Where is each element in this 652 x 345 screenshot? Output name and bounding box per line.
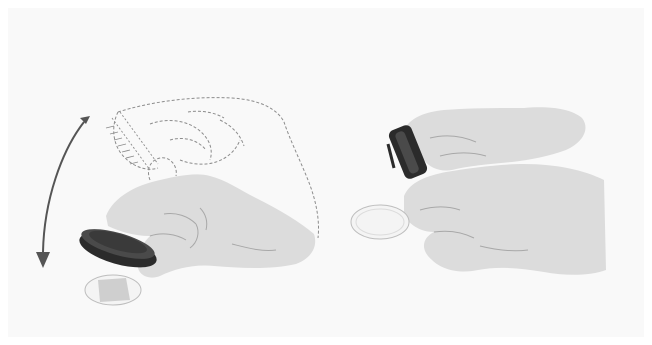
ghost-filter-ticks (106, 112, 158, 170)
filter-glass-icon (351, 205, 409, 239)
step-left (36, 98, 319, 305)
hand-icon (404, 107, 585, 170)
step-right (351, 107, 606, 274)
filter-glass-icon (85, 275, 141, 305)
hand-icon (404, 164, 606, 275)
